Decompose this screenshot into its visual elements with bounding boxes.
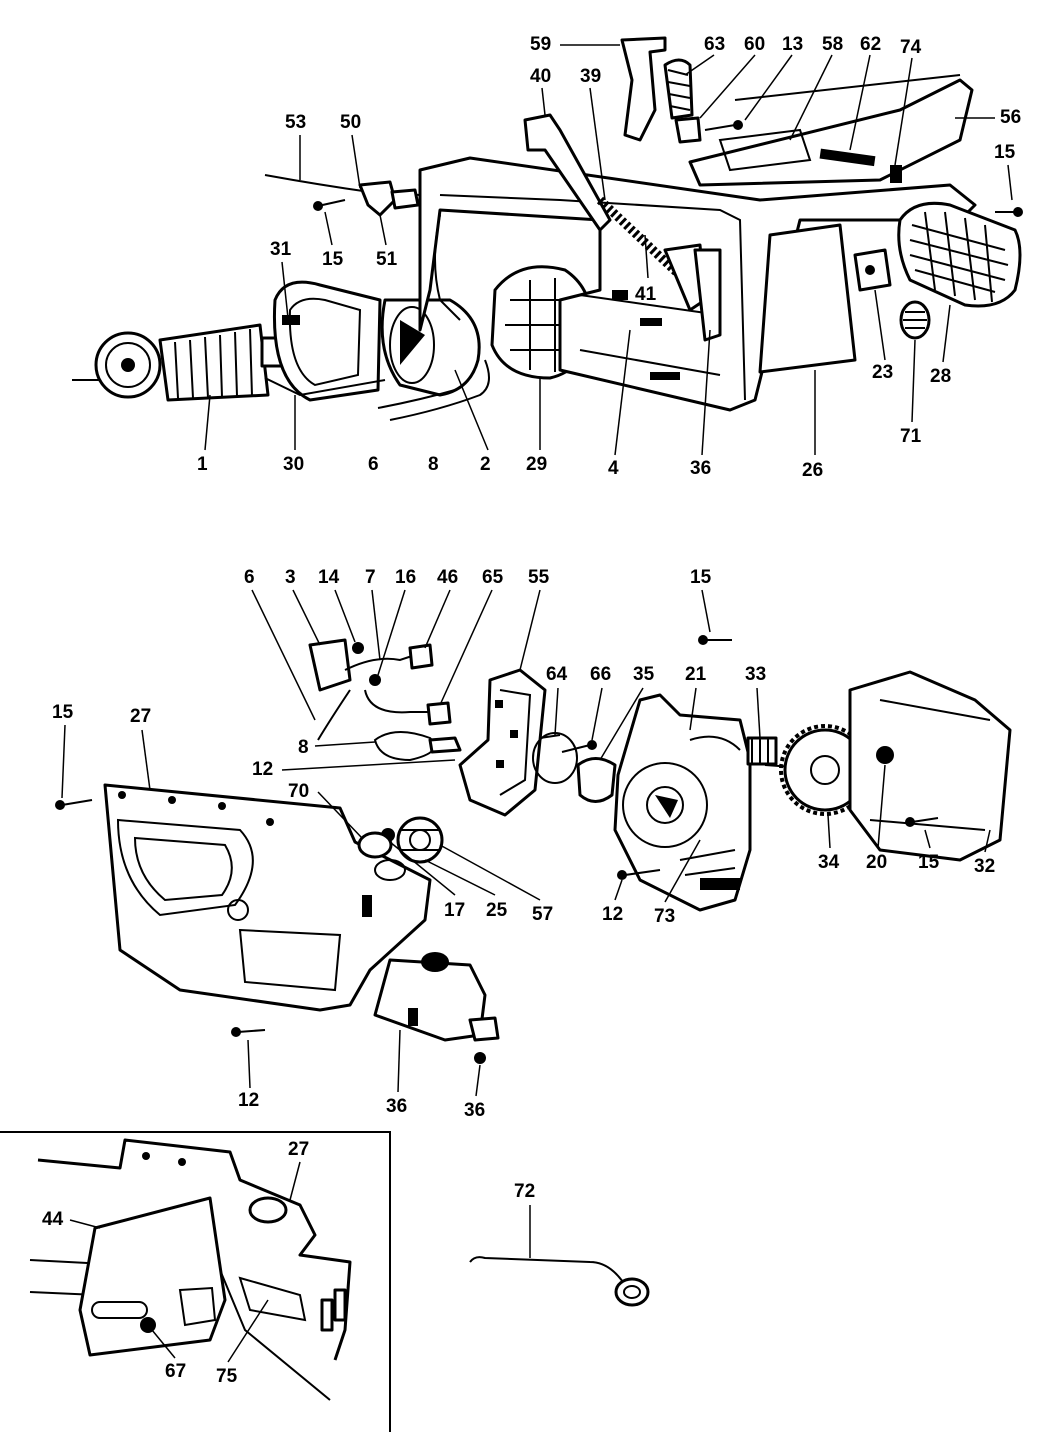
label-64: 64 <box>546 664 568 685</box>
label-63: 63 <box>704 34 725 55</box>
label-8-top: 8 <box>428 454 439 475</box>
label-39: 39 <box>580 66 601 87</box>
label-6-top: 6 <box>368 454 379 475</box>
label-15-gear: 15 <box>918 852 940 873</box>
label-53: 53 <box>285 112 306 133</box>
part-inset-housing-cover <box>29 1138 352 1401</box>
label-15-right: 15 <box>994 142 1016 163</box>
part-vent-grille <box>853 201 1023 340</box>
part-trigger <box>620 36 743 144</box>
label-55: 55 <box>528 567 550 588</box>
label-57: 57 <box>532 904 553 925</box>
label-36-tank: 36 <box>386 1096 407 1117</box>
label-15-left: 15 <box>322 249 344 270</box>
label-59: 59 <box>530 34 551 55</box>
label-12-mid: 12 <box>252 759 273 780</box>
label-27-mid: 27 <box>130 706 151 727</box>
label-56: 56 <box>1000 107 1021 128</box>
label-73: 73 <box>654 906 675 927</box>
label-74: 74 <box>900 37 922 58</box>
label-3: 3 <box>285 567 296 588</box>
label-58: 58 <box>822 34 843 55</box>
label-67: 67 <box>165 1361 186 1382</box>
label-12-bottom: 12 <box>238 1090 259 1111</box>
label-62: 62 <box>860 34 881 55</box>
label-1: 1 <box>197 454 208 475</box>
label-13: 13 <box>782 34 803 55</box>
label-30: 30 <box>283 454 304 475</box>
label-34: 34 <box>818 852 840 873</box>
label-36-plug: 36 <box>464 1100 485 1121</box>
label-8-mid: 8 <box>298 737 309 758</box>
label-60: 60 <box>744 34 765 55</box>
label-28: 28 <box>930 366 951 387</box>
part-switch-plate <box>458 668 547 817</box>
label-4: 4 <box>608 458 619 479</box>
part-cable-clamp <box>264 174 421 217</box>
label-72: 72 <box>514 1181 535 1202</box>
part-field-stator <box>377 298 490 421</box>
label-6-mid: 6 <box>244 567 255 588</box>
part-armature <box>72 323 305 402</box>
label-27-inset: 27 <box>288 1139 309 1160</box>
label-40: 40 <box>530 66 551 87</box>
label-41: 41 <box>635 284 657 305</box>
part-sprocket <box>381 816 444 864</box>
inset-frame <box>0 1131 391 1432</box>
part-spanner <box>469 1256 650 1307</box>
label-23: 23 <box>872 362 893 383</box>
label-14: 14 <box>318 567 340 588</box>
part-clamp-ring <box>532 732 617 803</box>
label-51: 51 <box>376 249 398 270</box>
label-16: 16 <box>395 567 416 588</box>
part-switch-wiring <box>308 638 462 762</box>
label-31: 31 <box>270 239 292 260</box>
label-21: 21 <box>685 664 707 685</box>
label-35: 35 <box>633 664 655 685</box>
label-15-mid: 15 <box>690 567 712 588</box>
label-25: 25 <box>486 900 508 921</box>
label-33: 33 <box>745 664 766 685</box>
label-46: 46 <box>437 567 458 588</box>
part-gear-plate <box>613 693 752 912</box>
part-top-cover <box>688 74 974 187</box>
label-20: 20 <box>866 852 887 873</box>
label-7: 7 <box>365 567 376 588</box>
label-66: 66 <box>590 664 611 685</box>
label-65: 65 <box>482 567 504 588</box>
label-32: 32 <box>974 856 995 877</box>
label-75: 75 <box>216 1366 238 1387</box>
label-26: 26 <box>802 460 823 481</box>
label-36-top: 36 <box>690 458 711 479</box>
label-29: 29 <box>526 454 547 475</box>
label-2: 2 <box>480 454 491 475</box>
label-15-far-left: 15 <box>52 702 74 723</box>
label-71: 71 <box>900 426 922 447</box>
label-17: 17 <box>444 900 465 921</box>
part-motor-bracket <box>264 280 386 402</box>
label-12-gear: 12 <box>602 904 623 925</box>
part-side-housing <box>55 783 432 1012</box>
label-70: 70 <box>288 781 309 802</box>
label-44: 44 <box>42 1209 64 1230</box>
part-oil-tank <box>231 635 732 1064</box>
part-gear-train <box>746 670 1012 862</box>
label-50: 50 <box>340 112 361 133</box>
